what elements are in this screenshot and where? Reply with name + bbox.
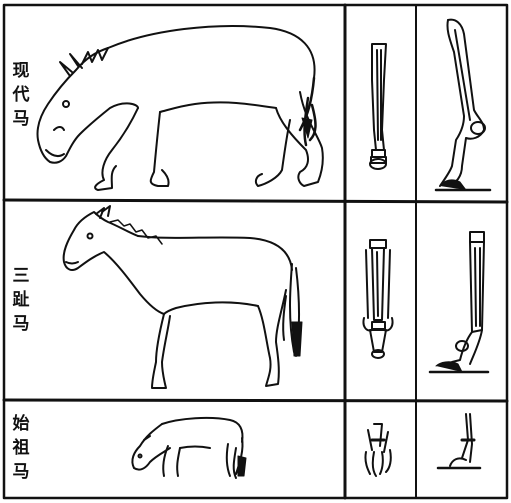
- eohippus-figure: [132, 418, 246, 478]
- hipparion-figure: [64, 206, 302, 388]
- modern-horse-hindlimb-bone: [436, 20, 490, 190]
- modern-horse-figure: [37, 26, 322, 190]
- eohippus-forelimb-bone: [365, 424, 390, 476]
- eohippus-hindlimb-bone: [438, 414, 480, 468]
- hipparion-forelimb-bone: [363, 240, 392, 358]
- modern-horse-forelimb-bone: [370, 44, 386, 169]
- hipparion-hindlimb-bone: [430, 232, 488, 372]
- grid-lines: [4, 5, 507, 498]
